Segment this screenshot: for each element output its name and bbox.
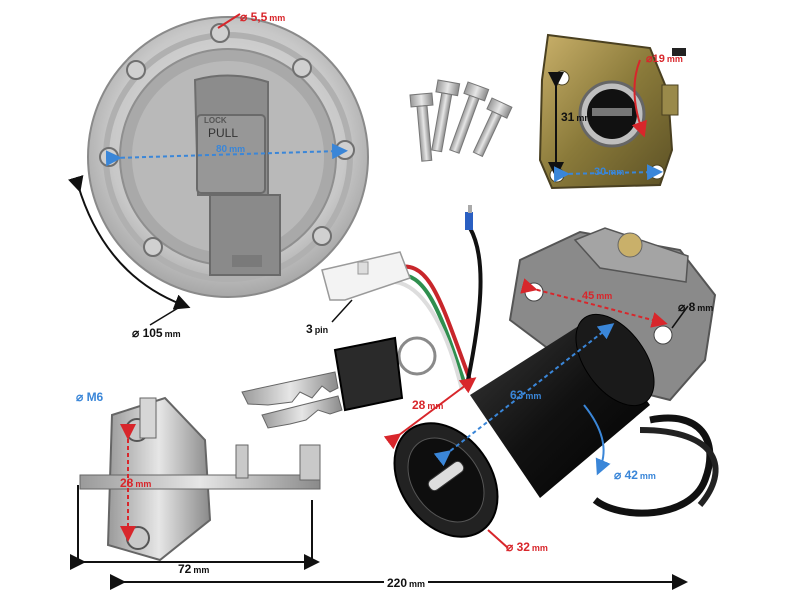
bolts — [409, 79, 513, 162]
seat-lock-thread-label: ⌀ M6 — [76, 390, 104, 404]
cap-lock-text: LOCK — [204, 116, 227, 125]
cap-pull-text: PULL — [208, 126, 239, 140]
keys — [241, 336, 437, 429]
helmet-lock-plate — [538, 33, 686, 190]
